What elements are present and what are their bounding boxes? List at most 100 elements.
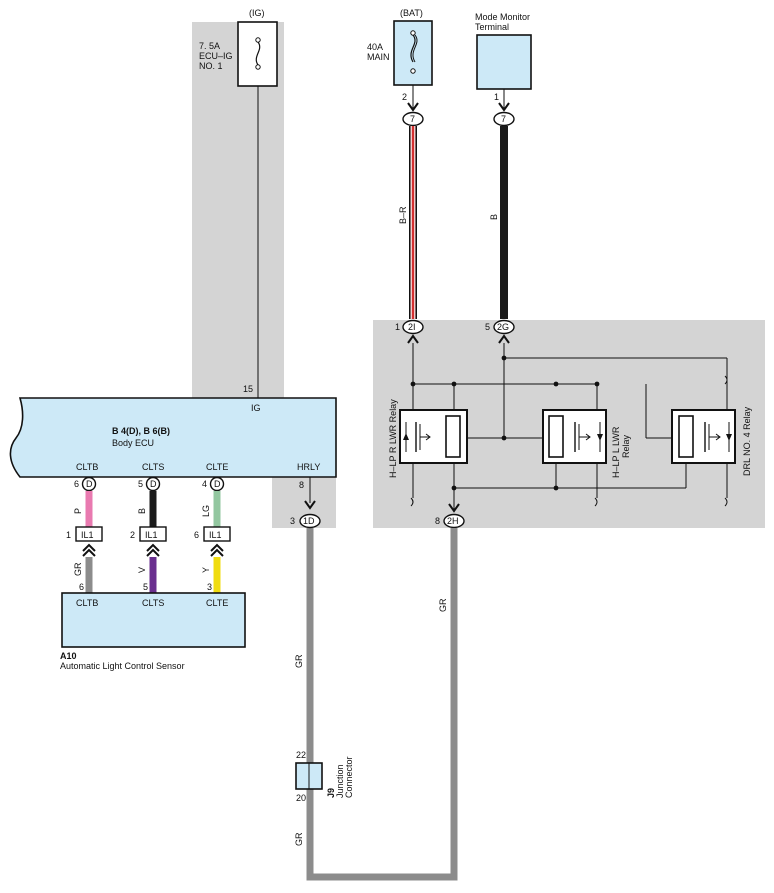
sensor-terminal-cltb: CLTB (76, 598, 98, 608)
bat-pin: 2 (402, 92, 407, 102)
fuse-ig-name: ECU–IG (199, 51, 233, 61)
relay-1-label: H–LP R LWR Relay (388, 399, 398, 478)
il1-label-2: IL1 (145, 530, 158, 540)
hrly-connector-label: 1D (303, 516, 315, 526)
wire-gr-left-label: GR (294, 654, 304, 668)
ecu-ig-label: IG (251, 403, 261, 413)
wire-v-label: V (137, 567, 147, 573)
wire-br-label: B–R (398, 206, 408, 224)
relay-pin-5: 5 (485, 322, 490, 332)
ecu-name: Body ECU (112, 438, 154, 448)
j9-name-2: Connector (344, 756, 354, 798)
relay-out-arrow-icon (448, 503, 460, 513)
d-pin-3: 4 (202, 479, 207, 489)
j9-name: Junction (335, 764, 345, 798)
sensor-box (61, 592, 246, 648)
j9-id: J9 (326, 788, 336, 798)
ecu-terminal-hrly: HRLY (297, 462, 320, 472)
ecu-title: B 4(D), B 6(B) (112, 426, 170, 436)
il1-connector-1 (75, 526, 103, 542)
sensor-terminal-clte: CLTE (206, 598, 228, 608)
relay-conn-2i (402, 319, 424, 335)
mm-connector (493, 111, 515, 127)
relay-conn-2h (443, 513, 465, 529)
sensor-id: A10 (60, 651, 77, 661)
d-pin-1: 6 (74, 479, 79, 489)
wire-gr-bottom-label: GR (294, 832, 304, 846)
d-pin-2: 5 (138, 479, 143, 489)
ig-label: (IG) (249, 8, 265, 18)
mode-monitor-label: Mode Monitor (475, 12, 530, 22)
relay-h-lp-r-lwr (399, 409, 468, 464)
relay-conn-2i-label: 2I (408, 322, 416, 332)
junction-dots (410, 355, 600, 491)
mm-pin: 1 (494, 92, 499, 102)
fuse-ig-rating: 7. 5A (199, 41, 220, 51)
wire-b-ecu-label: B (137, 508, 147, 514)
sensor-pin-1: 6 (79, 582, 84, 592)
sensor-pin-3: 3 (207, 582, 212, 592)
sensor-name: Automatic Light Control Sensor (60, 661, 185, 671)
fuse-ig-box (237, 21, 278, 87)
il1-connector-2 (139, 526, 167, 542)
il1-pin-1: 1 (66, 530, 71, 540)
hrly-connector (299, 513, 321, 529)
mm-connector-label: 7 (501, 114, 506, 124)
relay-conn-2h-label: 2H (447, 516, 459, 526)
bat-arrow-icon (407, 102, 419, 112)
ecu-terminal-cltb: CLTB (76, 462, 98, 472)
relay-drl-no4 (671, 409, 736, 464)
d-conn-1: D (86, 479, 93, 489)
chevron-up-icon (82, 543, 224, 557)
il1-pin-3: 6 (194, 530, 199, 540)
relay-h-lp-l-lwr (542, 409, 607, 464)
relay-2-label-2: Relay (621, 434, 631, 458)
ecu-connector-d-2 (145, 476, 161, 492)
wire-gr-sensor-label: GR (73, 562, 83, 576)
wire-b-label: B (489, 214, 499, 220)
ecu-connector-d-3 (209, 476, 225, 492)
j9-top-pin: 22 (296, 750, 306, 760)
sensor-terminal-clts: CLTS (142, 598, 164, 608)
hrly-jpin: 3 (290, 516, 295, 526)
il1-label-1: IL1 (81, 530, 94, 540)
relay-arrow-2g-icon (498, 334, 510, 344)
wire-p-label: P (73, 508, 83, 514)
mode-monitor-label-2: Terminal (475, 22, 509, 32)
ecu-connector-d-1 (81, 476, 97, 492)
fuse-main-rating: 40A (367, 42, 383, 52)
relay-conn-2g (493, 319, 515, 335)
hrly-arrow-icon (304, 500, 316, 510)
relay-conn-2g-label: 2G (497, 322, 509, 332)
ecu-ig-pin: 15 (243, 384, 253, 394)
ecu-terminal-clts: CLTS (142, 462, 164, 472)
j9-bottom-pin: 20 (296, 793, 306, 803)
fuse-main-icon (410, 30, 418, 74)
bat-label: (BAT) (400, 8, 423, 18)
d-conn-3: D (214, 479, 221, 489)
d-conn-2: D (150, 479, 157, 489)
relay-arrow-2i-icon (407, 334, 419, 344)
relay-internal-wiring (412, 343, 728, 510)
ecu-terminal-clte: CLTE (206, 462, 228, 472)
relay-2-label: H–LP L LWR (611, 426, 621, 478)
il1-pin-2: 2 (130, 530, 135, 540)
il1-label-3: IL1 (209, 530, 222, 540)
fuse-main-name: MAIN (367, 52, 390, 62)
wire-gr-right-label: GR (438, 598, 448, 612)
wire-gr-loop (306, 528, 458, 881)
hrly-pin: 8 (299, 480, 304, 490)
mode-monitor-box (476, 34, 532, 90)
relay-out-pin: 8 (435, 516, 440, 526)
wire-y-label: Y (201, 567, 211, 573)
bat-connector (402, 111, 424, 127)
relay-3-label: DRL NO. 4 Relay (742, 406, 752, 476)
wire-lg-label: LG (201, 505, 211, 517)
relay-pin-1: 1 (395, 322, 400, 332)
mm-arrow-icon (498, 102, 510, 112)
il1-connector-3 (203, 526, 231, 542)
shield-break-marks (410, 375, 728, 507)
bat-connector-label: 7 (410, 114, 415, 124)
body-ecu-box (9, 397, 337, 478)
